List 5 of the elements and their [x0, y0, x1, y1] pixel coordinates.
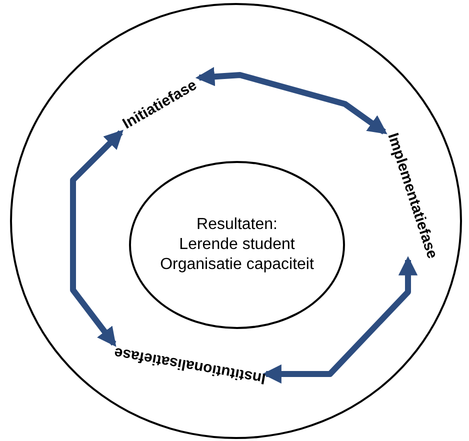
outer-circle: [10, 3, 462, 439]
result-circle: Resultaten: Lerende student Organisatie capaciteit: [129, 161, 345, 329]
double-arrow: [262, 256, 418, 384]
double-arrow: [195, 67, 388, 134]
double-arrow: [70, 130, 124, 347]
